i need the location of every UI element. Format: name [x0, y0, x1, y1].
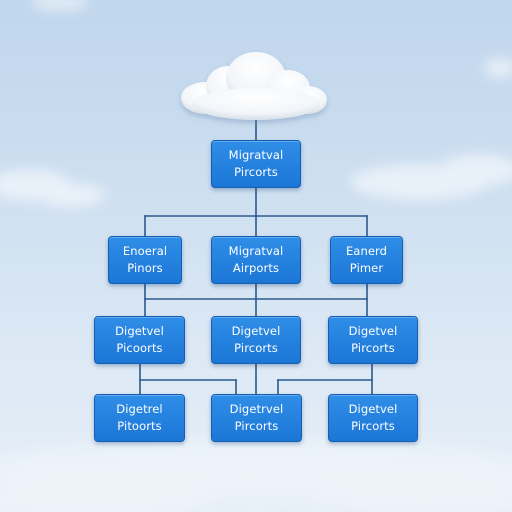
node-label: Airports	[232, 261, 280, 275]
node-level4-center[interactable]: Digetrvel Pircorts	[211, 394, 302, 442]
node-level3-left[interactable]: Digetvel Picoorts	[94, 316, 185, 364]
node-label: Eanerd	[345, 244, 388, 258]
node-label: Migratval	[228, 244, 284, 258]
node-level2-right[interactable]: Eanerd Pimer	[330, 236, 403, 284]
node-label: Digetrel	[116, 402, 163, 416]
node-label: Digetvel	[348, 324, 398, 338]
node-root[interactable]: Migratval Pircorts	[211, 140, 301, 188]
node-label: Pimer	[349, 261, 384, 275]
node-label: Digetvel	[115, 324, 164, 338]
node-label: Pircorts	[351, 419, 395, 433]
node-level3-center[interactable]: Digetvel Pircorts	[211, 316, 301, 364]
node-label: Pinors	[127, 261, 163, 275]
node-label: Pircorts	[234, 419, 279, 433]
node-label: Pircorts	[351, 341, 395, 355]
node-label: Pircorts	[234, 165, 278, 179]
node-level4-left[interactable]: Digetrel Pitoorts	[94, 394, 185, 442]
node-label: Pircorts	[234, 341, 278, 355]
node-level2-center[interactable]: Migratval Airports	[211, 236, 301, 284]
node-level4-right[interactable]: Digetvel Pircorts	[328, 394, 418, 442]
node-level3-right[interactable]: Digetvel Pircorts	[328, 316, 418, 364]
node-label: Digetvel	[348, 402, 398, 416]
node-label: Migratval	[228, 148, 284, 162]
node-label: Digetvel	[231, 324, 281, 338]
node-label: Pitoorts	[117, 419, 162, 433]
node-label: Digetrvel	[229, 402, 284, 416]
node-level2-left[interactable]: Enoeral Pinors	[108, 236, 182, 284]
node-label: Enoeral	[122, 244, 168, 258]
node-label: Picoorts	[116, 341, 163, 355]
